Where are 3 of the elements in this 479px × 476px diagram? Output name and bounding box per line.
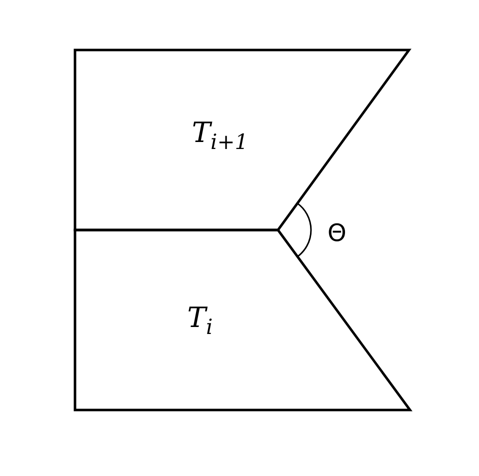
region-label: T$_{i}$	[187, 301, 213, 339]
region-label: T$_{i+1}$	[192, 116, 248, 154]
angle-label: Θ	[328, 219, 346, 247]
